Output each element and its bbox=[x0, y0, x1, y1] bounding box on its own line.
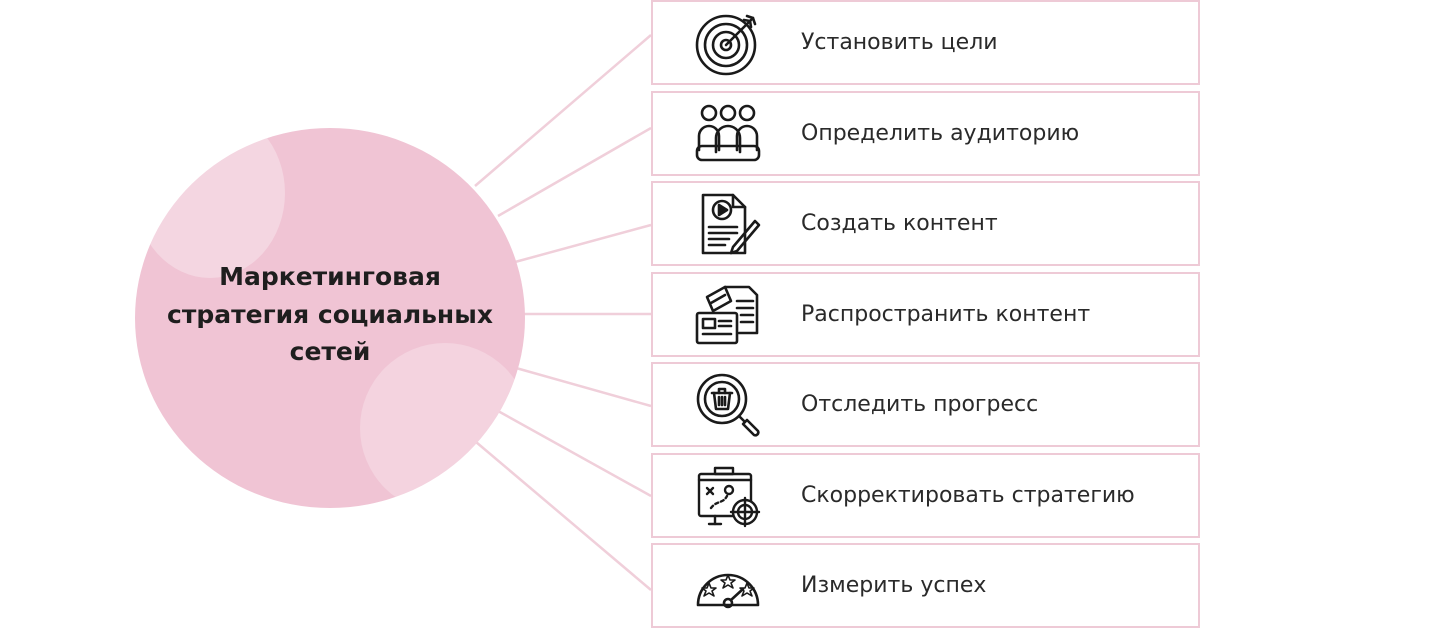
audience-icon bbox=[695, 100, 761, 166]
connector-line bbox=[475, 441, 652, 591]
step-distribute-content: Распространить контент bbox=[651, 271, 1200, 357]
step-label: Отследить прогресс bbox=[801, 392, 1039, 417]
step-label: Установить цели bbox=[801, 30, 998, 55]
connector-line bbox=[497, 126, 652, 218]
distribute-content-icon bbox=[695, 281, 761, 347]
steps-list: Установить цели Определить аудиторию bbox=[651, 0, 1200, 628]
progress-search-icon bbox=[695, 372, 761, 438]
step-track-progress: Отследить прогресс bbox=[651, 362, 1200, 447]
step-set-goals: Установить цели bbox=[651, 0, 1200, 85]
connector-line bbox=[497, 409, 652, 498]
step-create-content: Создать контент bbox=[651, 181, 1200, 266]
connector-line bbox=[474, 34, 652, 187]
step-define-audience: Определить аудиторию bbox=[651, 90, 1200, 176]
step-measure-success: Измерить успех bbox=[651, 543, 1200, 628]
connector-line bbox=[515, 366, 652, 408]
target-icon bbox=[695, 10, 761, 76]
central-topic-circle: Маркетинговая стратегия социальных сетей bbox=[135, 128, 525, 508]
hub-highlight bbox=[135, 128, 285, 278]
central-topic-title: Маркетинговая стратегия социальных сетей bbox=[167, 262, 493, 366]
step-adjust-strategy: Скорректировать стратегию bbox=[651, 452, 1200, 538]
step-label: Распространить контент bbox=[801, 301, 1091, 327]
gauge-icon bbox=[695, 553, 761, 619]
hub-highlight bbox=[360, 343, 525, 508]
step-label: Измерить успех bbox=[801, 573, 987, 598]
connector-line bbox=[514, 223, 652, 264]
strategy-board-icon bbox=[695, 462, 761, 528]
step-label: Создать контент bbox=[801, 211, 998, 236]
content-document-icon bbox=[695, 191, 761, 257]
step-label: Определить аудиторию bbox=[801, 120, 1080, 146]
step-label: Скорректировать стратегию bbox=[801, 482, 1135, 508]
